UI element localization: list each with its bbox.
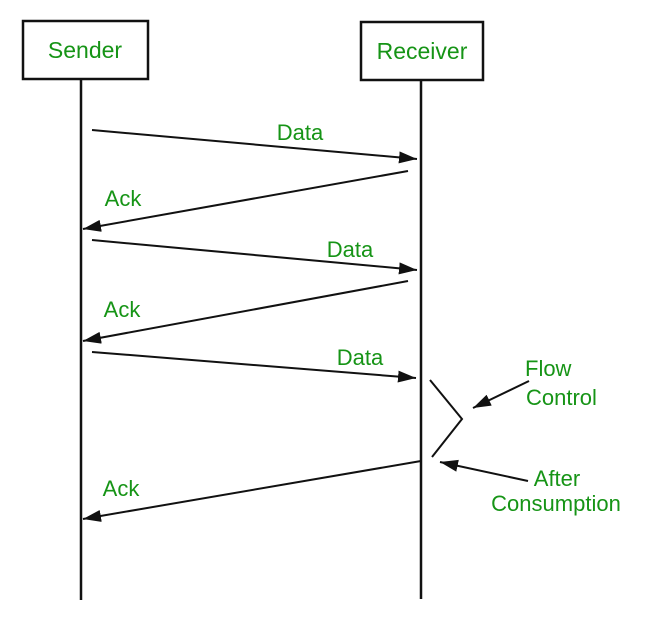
message-label-ack-3: Ack [103, 476, 141, 501]
message-line-data-1 [91, 129, 418, 164]
message-line-ack-3 [82, 460, 422, 522]
message-label-data-1: Data [277, 120, 324, 145]
message-line-data-3 [91, 351, 417, 383]
receiver-label: Receiver [377, 38, 468, 64]
after-consumption-pointer-arrow [439, 459, 529, 482]
message-line-data-2 [91, 239, 418, 275]
message-label-data-2: Data [327, 237, 374, 262]
sender-box [21, 19, 150, 81]
flow-control-chevron-icon [429, 379, 464, 458]
after-consumption-label-line-2: Consumption [491, 491, 621, 516]
message-label-ack-1: Ack [105, 186, 143, 211]
message-label-ack-2: Ack [104, 297, 142, 322]
receiver-box [359, 20, 485, 82]
flow-control-pointer-arrow [472, 380, 530, 409]
sender-label: Sender [48, 37, 123, 63]
message-label-data-3: Data [337, 345, 384, 370]
after-consumption-label-line-1: After [534, 466, 580, 491]
message-line-ack-1 [82, 170, 409, 232]
flow-control-label-line-2: Control [526, 385, 597, 410]
message-line-ack-2 [82, 280, 409, 344]
flow-control-label-line-1: Flow [525, 356, 572, 381]
